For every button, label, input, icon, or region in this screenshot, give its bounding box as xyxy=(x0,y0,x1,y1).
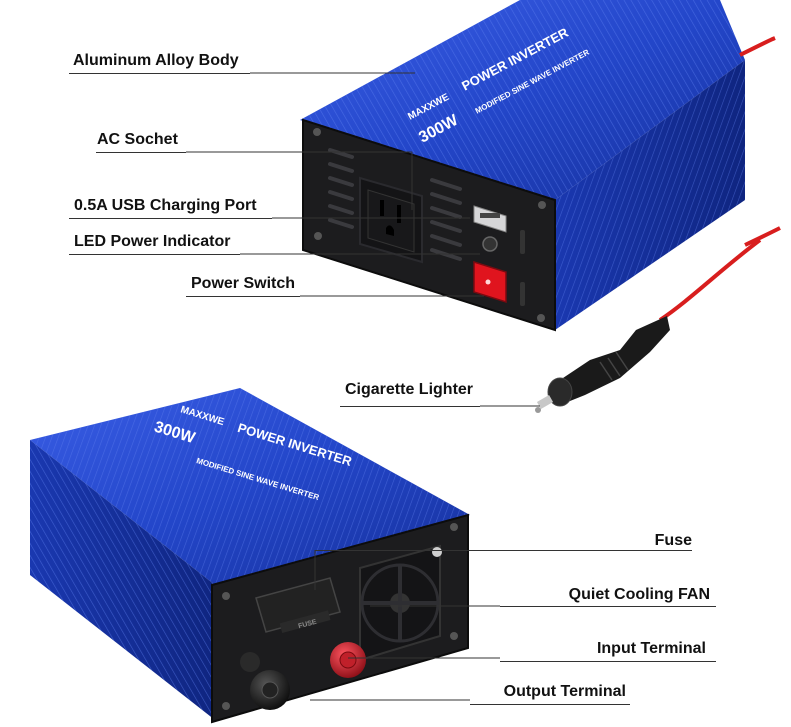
callout-usb-port: 0.5A USB Charging Port xyxy=(74,197,257,214)
fuse-label-text: FUSE xyxy=(298,619,318,631)
callout-cigarette-lighter: Cigarette Lighter xyxy=(345,381,474,398)
callout-input-terminal-rule xyxy=(500,661,716,662)
callout-led-indicator: LED Power Indicator xyxy=(74,233,231,250)
callout-cooling-fan-rule xyxy=(500,606,716,607)
top-inverter: MAXXWE POWER INVERTER 300W MODIFIED SINE… xyxy=(300,0,745,332)
callout-led-indicator-rule xyxy=(69,254,240,255)
callout-ac-socket: AC Sochet xyxy=(97,131,178,148)
leader-lines xyxy=(186,72,540,701)
callout-ac-socket-rule xyxy=(96,152,186,153)
callout-output-terminal: Output Terminal xyxy=(503,683,626,700)
callout-fuse-rule xyxy=(315,550,692,551)
callout-aluminum-body: Aluminum Alloy Body xyxy=(73,52,239,69)
callout-output-terminal-rule xyxy=(470,704,630,705)
callout-input-terminal: Input Terminal xyxy=(596,640,706,657)
cigarette-lighter-plug xyxy=(535,316,670,413)
callout-power-switch-rule xyxy=(186,296,300,297)
callout-fuse: Fuse xyxy=(654,532,692,549)
callout-cigarette-lighter-rule xyxy=(340,406,480,407)
callout-usb-port-rule xyxy=(69,218,272,219)
callout-cooling-fan: Quiet Cooling FAN xyxy=(568,586,710,603)
bottom-inverter: FUSE MAXXWE POWER INVERTER 300W MODIFIED… xyxy=(30,388,470,724)
callout-aluminum-body-rule xyxy=(69,73,250,74)
callout-power-switch: Power Switch xyxy=(191,275,296,292)
